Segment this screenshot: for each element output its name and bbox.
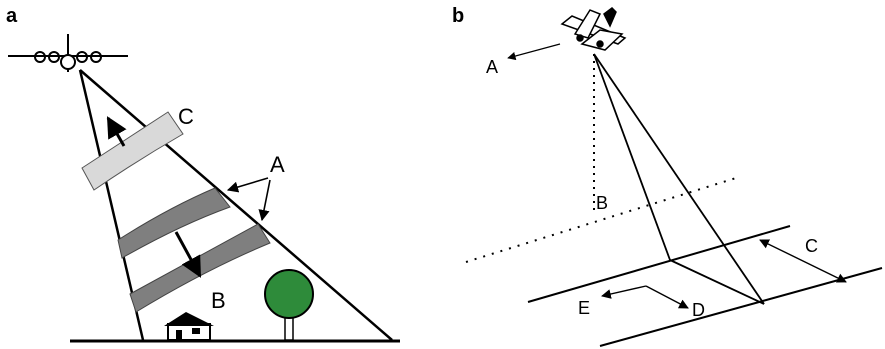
panel-b-label-d: D: [692, 300, 705, 320]
transmitted-pulse-arrow: [174, 231, 202, 278]
slant-range-lines: [593, 53, 765, 305]
panel-a-label-c: C: [178, 104, 194, 129]
look-direction-arrow: [601, 285, 647, 299]
label-a-arrow-lower: [258, 179, 271, 222]
backscatter-wavefront-band: [81, 111, 184, 191]
ground-track-line: [465, 177, 737, 263]
label-a-arrow-upper: [226, 177, 269, 193]
panel-b-label-b: B: [596, 193, 608, 213]
transmitted-pulse-band-upper: [117, 187, 231, 259]
panel-b-label-c: C: [805, 236, 818, 256]
panel-b-label-e: E: [578, 298, 590, 318]
backscatter-arrow: [106, 116, 127, 147]
panel-a-label-b: B: [211, 288, 226, 313]
panel-a-label-a: A: [270, 152, 285, 177]
swath-near-edge: [527, 225, 791, 303]
tree-icon: [264, 269, 314, 341]
house-icon: [164, 312, 214, 341]
look-direction-arrow-d: [645, 285, 689, 309]
panel-a: a C A B: [6, 5, 400, 343]
radar-beam-outline: [78, 69, 393, 341]
aircraft-front-icon: [8, 34, 128, 72]
flight-direction-arrow: [507, 43, 561, 61]
aircraft-oblique-icon: [560, 7, 627, 51]
panel-b-letter: b: [452, 5, 464, 27]
panel-b: b A B C E: [452, 5, 883, 347]
panel-a-letter: a: [6, 5, 18, 27]
panel-b-label-a: A: [486, 57, 498, 77]
swath-width-arrow: [759, 239, 847, 283]
